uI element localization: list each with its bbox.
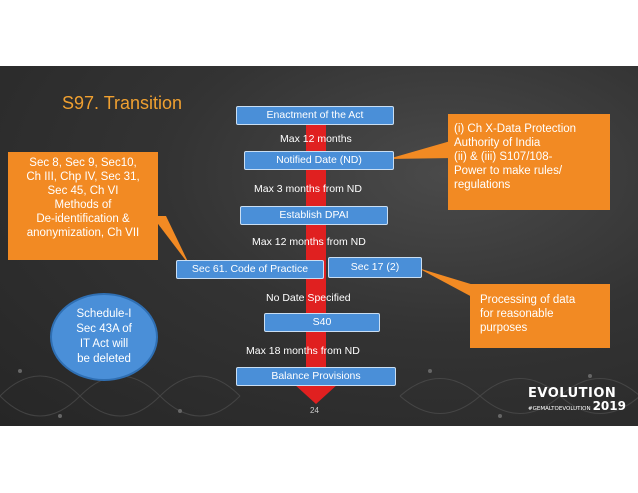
left-callout-line: De-identification & (36, 213, 130, 225)
gap-label-4: No Date Specified (266, 292, 351, 304)
step-notified-date: Notified Date (ND) (244, 151, 394, 170)
right-bottom-callout-line: for reasonable (480, 308, 554, 320)
logo-hashtag: #GEMALTOEVOLUTION (528, 406, 591, 412)
left-callout-line: anonymization, Ch VII (26, 227, 140, 239)
right-bottom-callout-line: purposes (480, 322, 528, 334)
gap-label-1: Max 12 months (280, 133, 352, 145)
right-bottom-callout-pointer (418, 268, 474, 298)
left-callout-line: Methods of (54, 199, 112, 211)
step-s40: S40 (264, 313, 380, 332)
left-callout-line: Ch III, Chp IV, Sec 31, (26, 171, 140, 183)
right-bottom-callout-line: Processing of data (480, 294, 576, 306)
logo-main: EVOLUTION (528, 386, 617, 401)
step-balance-provisions: Balance Provisions (236, 367, 396, 386)
step-enactment: Enactment of the Act (236, 106, 394, 125)
left-callout: Sec 8, Sec 9, Sec10, Ch III, Chp IV, Sec… (8, 152, 158, 260)
slide-title: S97. Transition (62, 93, 183, 113)
step-code-of-practice: Sec 61. Code of Practice (176, 260, 324, 279)
right-bottom-callout: Processing of data for reasonable purpos… (470, 284, 610, 348)
gap-label-5: Max 18 months from ND (246, 345, 360, 357)
right-top-callout-line: Power to make rules/ (454, 165, 563, 177)
oval-line: be deleted (77, 353, 131, 365)
step-establish-dpai: Establish DPAI (240, 206, 388, 225)
oval-line: IT Act will (79, 338, 129, 350)
gap-label-2: Max 3 months from ND (254, 183, 362, 195)
oval-line: Sec 43A of (76, 323, 132, 335)
oval-line: Schedule-I (76, 308, 132, 320)
right-top-callout-line: (i) Ch X-Data Protection (454, 123, 577, 135)
left-callout-line: Sec 45, Ch VI (47, 185, 119, 197)
gap-label-3: Max 12 months from ND (252, 236, 366, 248)
schedule-oval: Schedule-I Sec 43A of IT Act will be del… (50, 293, 158, 381)
right-top-callout-line: regulations (454, 179, 511, 191)
logo-year: 2019 (592, 399, 626, 413)
evolution-logo: EVOLUTION #GEMALTOEVOLUTION 2019 (528, 386, 632, 413)
right-top-callout-line: Authority of India (454, 137, 541, 149)
page-number: 24 (310, 406, 319, 415)
right-top-callout-line: (ii) & (iii) S107/108- (454, 151, 553, 163)
left-callout-line: Sec 8, Sec 9, Sec10, (29, 157, 137, 169)
slide: S97. Transition Enactment of the Act Max… (0, 66, 638, 426)
right-top-callout-pointer (388, 140, 454, 159)
right-top-callout: (i) Ch X-Data Protection Authority of In… (448, 114, 610, 210)
step-sec-17-2: Sec 17 (2) (328, 257, 422, 278)
left-callout-pointer (152, 216, 190, 266)
